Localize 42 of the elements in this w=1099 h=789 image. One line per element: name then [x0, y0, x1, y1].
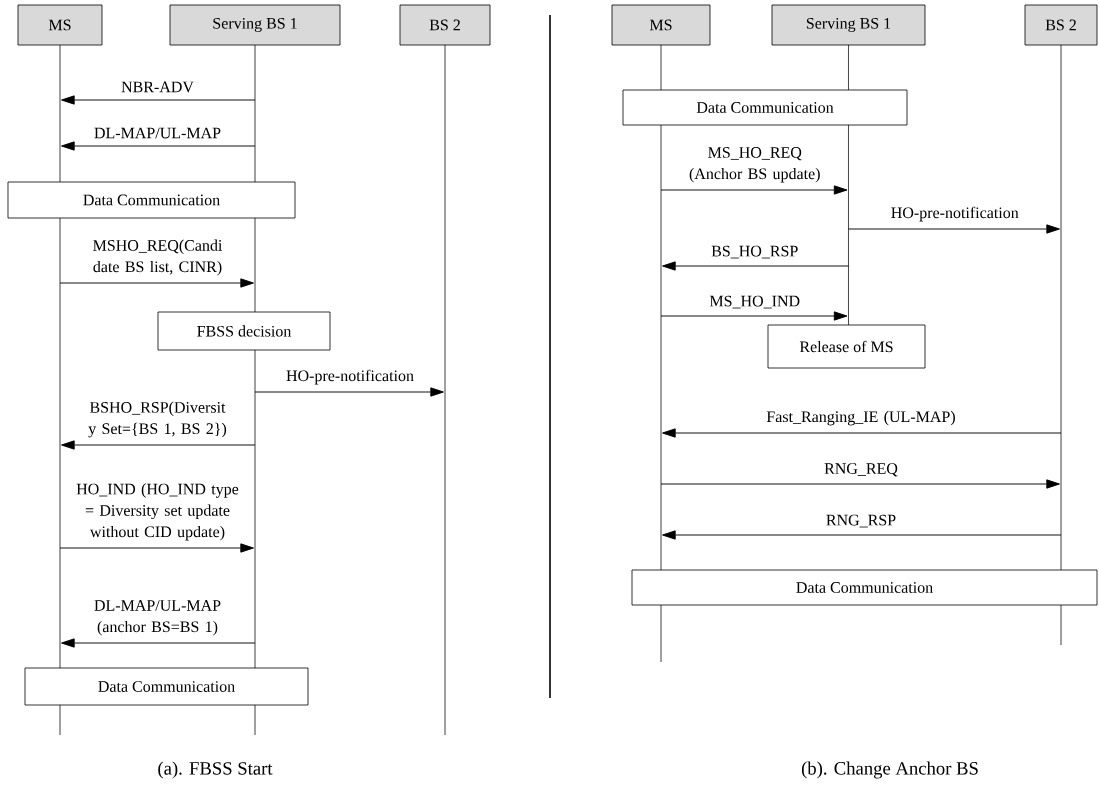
- edge-label: DL-MAP/UL-MAP (anchor BS=BS 1): [94, 600, 221, 636]
- lifeline-header: MS: [611, 4, 711, 46]
- arrow: [61, 638, 256, 648]
- arrow: [660, 311, 848, 321]
- activity-box: Data Communication: [631, 569, 1098, 606]
- activity-box: Data Communication: [24, 667, 309, 706]
- caption: (b). Change Anchor BS: [801, 761, 978, 779]
- edge-label: MS_HO_REQ (Anchor BS update): [689, 147, 820, 183]
- edge-label: HO-pre-notification: [891, 206, 1019, 222]
- arrow: [848, 224, 1060, 234]
- arrow: [61, 95, 256, 105]
- arrow: [61, 141, 256, 151]
- arrow: [662, 428, 1062, 438]
- lifeline-header: Serving BS 1: [169, 4, 341, 46]
- edge-label: BS_HO_RSP: [711, 245, 798, 259]
- lifeline-header: Serving BS 1: [771, 4, 926, 46]
- lifeline-header: BS 2: [399, 4, 491, 46]
- edge-label: BSHO_RSP(Diversit y Set={BS 1, BS 2}): [88, 401, 227, 438]
- arrow: [662, 530, 1062, 540]
- caption: (a). FBSS Start: [158, 761, 273, 779]
- edge-label: HO_IND (HO_IND type = Diversity set update without CID update): [76, 483, 239, 541]
- edge-label: Fast_Ranging_IE (UL-MAP): [766, 410, 955, 426]
- edge-label: RNG_REQ: [824, 463, 898, 477]
- arrow: [660, 185, 848, 195]
- arrow: [660, 479, 1060, 489]
- edge-label: RNG_RSP: [826, 514, 896, 528]
- activity-box: Data Communication: [7, 181, 296, 219]
- arrow: [61, 440, 256, 450]
- edge-label: HO-pre-notification: [286, 369, 414, 385]
- activity-box: FBSS decision: [157, 311, 331, 351]
- edge-label: DL-MAP/UL-MAP: [94, 127, 221, 139]
- lifeline-header: MS: [17, 4, 103, 46]
- activity-box: Data Communication: [622, 89, 908, 126]
- lifeline-header: BS 2: [1024, 4, 1098, 46]
- arrow: [254, 387, 444, 397]
- arrow: [59, 543, 254, 553]
- edge-label: MSHO_REQ(Candi date BS list, CINR): [93, 239, 223, 276]
- edge-label: MS_HO_IND: [709, 295, 800, 309]
- arrow: [662, 261, 849, 271]
- activity-box: Release of MS: [767, 324, 926, 369]
- arrow: [59, 278, 254, 288]
- edge-label: NBR-ADV: [121, 81, 194, 93]
